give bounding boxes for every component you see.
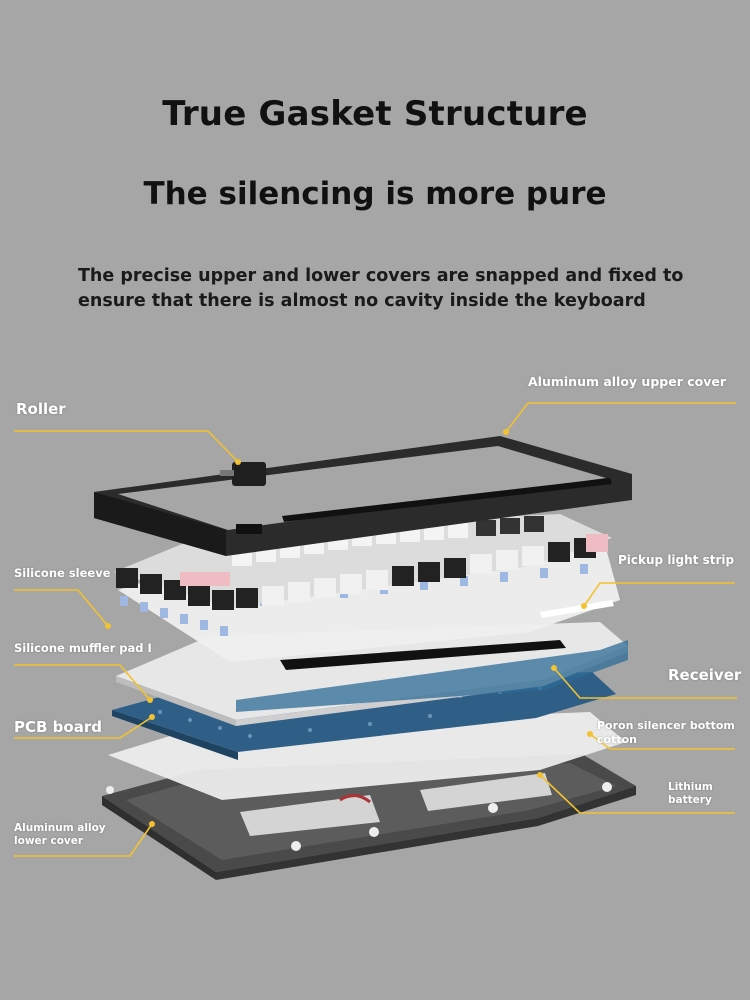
diagram-description: The precise upper and lower covers are s… [78,266,684,311]
battery-cell [240,795,380,836]
label-lithium-battery: Lithium battery [668,781,713,806]
diagram-subtitle: The silencing is more pure [143,176,607,212]
light-strip [540,600,614,618]
label-roller: Roller [16,400,66,418]
roller-wheel [232,462,266,486]
label-upper-cover: Aluminum alloy upper cover [528,374,727,389]
battery-cell [420,773,552,811]
label-lower-cover: Aluminum alloy lower cover [14,822,106,847]
label-receiver: Receiver [668,666,742,684]
label-muffler-pad: Silicone muffler pad I [14,641,152,655]
label-pickup-light-strip: Pickup light strip [618,553,735,567]
upper-cover-part [94,436,632,556]
leader-lines [14,402,737,857]
leader-endpoints [105,429,593,827]
label-silicone-sleeve: Silicone sleeve [14,566,111,580]
diagram-title: True Gasket Structure [162,94,588,134]
label-pcb-board: PCB board [14,718,102,736]
label-poron-cotton: Poron silencer bottom cotton [597,719,735,746]
